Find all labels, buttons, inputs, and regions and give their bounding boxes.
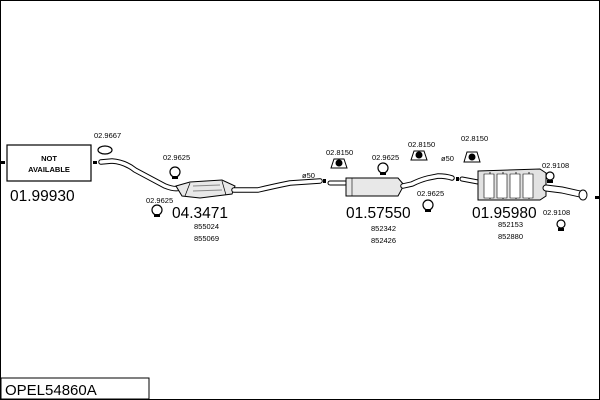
- clamp-icon-cat-bottom: [151, 204, 163, 217]
- clamp-icon-mid: [377, 162, 389, 175]
- catalytic-converter-number: 04.3471: [172, 205, 228, 222]
- front-diameter-label: ø50: [302, 171, 315, 180]
- middle-silencer-number: 01.57550: [346, 205, 411, 222]
- mid-clamp-number: 02.9625: [372, 153, 399, 162]
- cat-clamp-top-number: 02.9625: [163, 153, 190, 162]
- cat-oe-number-1: 855024: [194, 222, 219, 231]
- title-box: [0, 377, 150, 400]
- rear-silencer-number: 01.95980: [472, 205, 537, 222]
- front-pipe-number: 01.99930: [10, 188, 75, 205]
- mount-icon-rear: [463, 151, 481, 163]
- mid-mount-number: 02.8150: [326, 148, 353, 157]
- gasket-number: 02.9667: [94, 131, 121, 140]
- gasket-icon: [97, 145, 113, 155]
- rear-silencer-drawing: [456, 168, 599, 201]
- rear-hanger-top-number: 02.9108: [542, 161, 569, 170]
- middle-silencer-drawing: [327, 173, 455, 197]
- left-edge-marker: [1, 161, 5, 164]
- front-pipe-drawing: [98, 158, 183, 192]
- mount-icon-mid: [330, 158, 348, 169]
- cat-oe-number-2: 855069: [194, 234, 219, 243]
- not-available-line-1: NOT: [41, 154, 57, 163]
- rear-mount-number: 02.8150: [461, 134, 488, 143]
- hanger-icon-rear-top: [545, 171, 555, 183]
- rear-oe-number-1: 852153: [498, 220, 523, 229]
- mid-oe-number-2: 852426: [371, 236, 396, 245]
- box-right-marker: [93, 161, 97, 164]
- cat-clamp-bottom-number: 02.9625: [146, 196, 173, 205]
- hanger-icon-rear-bottom: [556, 219, 566, 231]
- mid-clamp-rear-number: 02.9625: [417, 189, 444, 198]
- clamp-icon-cat-top: [169, 166, 181, 179]
- rear-oe-number-2: 852880: [498, 232, 523, 241]
- rear-hanger-bottom-number: 02.9108: [543, 208, 570, 217]
- rear-diameter-label: ø50: [441, 154, 454, 163]
- not-available-box: [6, 144, 92, 182]
- mount-icon-mid-2: [410, 150, 428, 161]
- diagram-title: OPEL54860A: [5, 382, 97, 399]
- not-available-line-2: AVAILABLE: [28, 165, 70, 174]
- front-pipe-not-available: NOT AVAILABLE: [1, 144, 97, 182]
- clamp-icon-mid-rear: [422, 199, 434, 212]
- mid-oe-number-1: 852342: [371, 224, 396, 233]
- mid-mount-2-number: 02.8150: [408, 140, 435, 149]
- catalytic-converter-drawing: [175, 178, 326, 199]
